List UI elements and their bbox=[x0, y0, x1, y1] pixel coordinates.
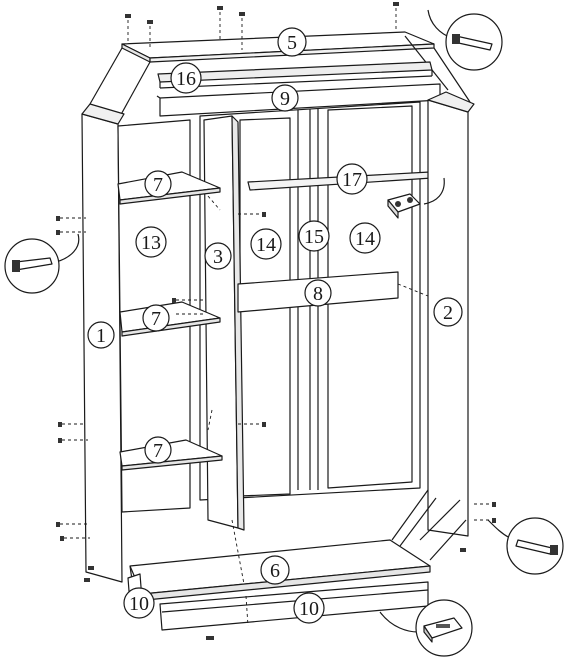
svg-text:3: 3 bbox=[213, 246, 223, 268]
screw-icon bbox=[12, 257, 53, 272]
label-16: 16 bbox=[170, 62, 202, 94]
label-7b: 7 bbox=[142, 304, 170, 332]
label-13: 13 bbox=[135, 226, 167, 258]
screw-icon bbox=[515, 539, 558, 555]
svg-text:6: 6 bbox=[270, 560, 280, 582]
label-3: 3 bbox=[204, 242, 232, 270]
rail-bracket-icon bbox=[387, 193, 421, 219]
label-8: 8 bbox=[304, 279, 332, 307]
screw-callout-left bbox=[4, 233, 80, 294]
assembly-guide-lines bbox=[60, 8, 492, 627]
label-9: 9 bbox=[271, 84, 299, 112]
part-labels: 1 2 3 5 6 7 7 7 bbox=[87, 27, 463, 624]
label-15: 15 bbox=[298, 220, 330, 252]
label-10a: 10 bbox=[123, 587, 155, 619]
svg-text:7: 7 bbox=[153, 174, 163, 196]
svg-text:7: 7 bbox=[153, 440, 163, 462]
label-14b: 14 bbox=[349, 222, 381, 254]
label-2: 2 bbox=[433, 297, 463, 327]
svg-text:8: 8 bbox=[313, 283, 323, 305]
svg-text:14: 14 bbox=[355, 228, 375, 250]
svg-text:15: 15 bbox=[304, 226, 324, 248]
label-7c: 7 bbox=[144, 436, 172, 464]
label-10b: 10 bbox=[293, 592, 325, 624]
svg-text:17: 17 bbox=[342, 169, 362, 191]
small-screws bbox=[56, 2, 496, 640]
label-1: 1 bbox=[87, 321, 115, 349]
svg-text:10: 10 bbox=[299, 598, 319, 620]
label-6: 6 bbox=[260, 555, 290, 585]
label-14a: 14 bbox=[250, 228, 282, 260]
screw-icon bbox=[452, 34, 493, 51]
shelf-support-icon bbox=[423, 617, 463, 643]
svg-text:10: 10 bbox=[129, 593, 149, 615]
screw-callout-top-right bbox=[427, 9, 503, 71]
top-panel bbox=[121, 31, 435, 63]
shelf-support-callout bbox=[379, 599, 473, 657]
svg-text:16: 16 bbox=[176, 68, 196, 90]
label-5: 5 bbox=[277, 27, 307, 57]
label-17: 17 bbox=[336, 163, 368, 195]
svg-text:13: 13 bbox=[141, 232, 161, 254]
svg-text:1: 1 bbox=[96, 325, 106, 347]
svg-text:14: 14 bbox=[256, 234, 276, 256]
svg-text:5: 5 bbox=[287, 32, 297, 54]
svg-text:9: 9 bbox=[280, 88, 290, 110]
svg-text:2: 2 bbox=[443, 302, 453, 324]
divider-panel-3 bbox=[203, 115, 245, 531]
svg-text:7: 7 bbox=[151, 308, 161, 330]
top-rail-16 bbox=[157, 61, 433, 89]
hanger-bracket-callout bbox=[387, 177, 445, 219]
screw-callout-bottom-right bbox=[487, 517, 564, 575]
label-7a: 7 bbox=[144, 170, 172, 198]
